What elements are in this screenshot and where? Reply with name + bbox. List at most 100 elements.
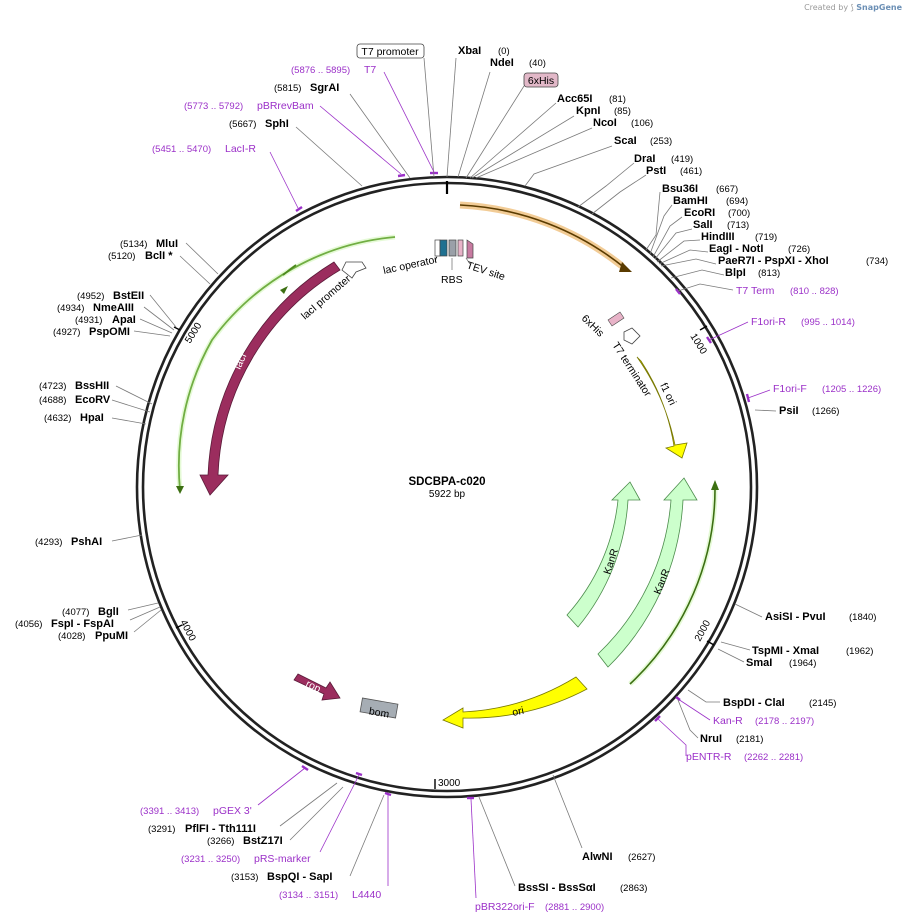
leader-sphi: [295, 126, 363, 187]
site-apai: ApaI: [112, 314, 136, 326]
leader-sgrai: [349, 93, 411, 179]
leader-ppumi: [133, 609, 162, 633]
ptick-laci-r: [295, 206, 303, 212]
site-bsteii: BstEII: [113, 290, 144, 302]
leader-bgli: [127, 602, 159, 611]
site-pflfi: PflFI - Tth111I: [185, 823, 256, 835]
site-bamhi-pos: (694): [726, 196, 748, 207]
pleader-f1ori-f: [747, 389, 771, 399]
pleader-pbr322ori-f: [470, 798, 477, 899]
site-paer7i: PaeR7I - PspXI - XhoI: [718, 255, 829, 267]
primer-kan-r: Kan-R: [713, 715, 743, 727]
site-drai-pos: (419): [671, 154, 693, 165]
leader-hindiii: [656, 239, 701, 263]
leader-blpi: [670, 269, 725, 279]
green-primer-left-glow: [176, 234, 396, 491]
leader-asisi: [734, 603, 763, 618]
t7-promoter-label: T7 promoter: [361, 46, 419, 58]
site-xbai: XbaI: [458, 45, 481, 57]
green-right-arrowhead: [711, 480, 719, 490]
site-pspomi: PspOMI: [89, 326, 130, 338]
primer-pentr-r: pENTR-R: [686, 751, 732, 763]
green-short-arrowhead: [280, 286, 288, 294]
site-psti-pos: (461): [680, 166, 702, 177]
primer-pgex3-pos: (3391 .. 3413): [140, 806, 199, 817]
leader-ndei: [457, 71, 491, 178]
6xhis-mark: [607, 311, 625, 327]
leader-fspi: [129, 606, 161, 621]
ori-feature: [442, 676, 588, 729]
site-scai: ScaI: [614, 135, 637, 147]
site-pshai: PshAI: [71, 536, 102, 548]
leader-sali: [654, 228, 693, 260]
pleader-kan-r: [677, 698, 711, 721]
primer-laci-r: LacI-R: [225, 143, 256, 155]
site-eagi-noti: EagI - NotI: [709, 243, 763, 255]
site-bsshii-pos: (4723): [39, 381, 66, 392]
leader-nmeaiii: [143, 306, 175, 331]
primer-prs-marker-pos: (3231 .. 3250): [181, 854, 240, 865]
site-blpi-pos: (813): [758, 268, 780, 279]
site-ecorv-pos: (4688): [39, 395, 66, 406]
site-eagi-noti-pos: (726): [788, 244, 810, 255]
leader-xbai: [446, 57, 457, 178]
leader-hpai: [111, 417, 147, 425]
green-left-arrowhead: [176, 486, 184, 494]
primer-prs-marker: pRS-marker: [254, 853, 311, 865]
primer-laci-r-pos: (5451 .. 5470): [152, 144, 211, 155]
leader-6xhis: [465, 85, 525, 179]
kanr-inner-label: KanR: [601, 547, 621, 576]
leader-ecorv: [111, 399, 151, 413]
ptick-pentr-r: [654, 715, 661, 722]
leader-kpni: [471, 115, 575, 179]
site-sali: SalI: [693, 219, 713, 231]
leader-scai: [524, 145, 613, 187]
site-bstz17i-pos: (3266): [207, 836, 234, 847]
orf-arc-glow: [459, 201, 625, 269]
site-bcli: BclI *: [145, 250, 173, 262]
tick-label-1000: 1000: [687, 332, 708, 357]
pleader-prs-marker: [319, 774, 360, 853]
site-asisi: AsiSI - PvuI: [765, 611, 826, 623]
primer-f1ori-f: F1ori-F: [773, 383, 807, 395]
site-tspmi: TspMI - XmaI: [752, 645, 819, 657]
site-nmeaiii: NmeAIII: [93, 302, 134, 314]
6xhis-box-label: 6xHis: [528, 75, 554, 87]
leader-tspmi: [720, 641, 751, 651]
site-acc65i-pos: (81): [609, 94, 626, 105]
site-ncoi: NcoI: [593, 117, 617, 129]
primer-f1ori-r-pos: (995 .. 1014): [801, 317, 855, 328]
site-bspdi-pos: (2145): [809, 698, 836, 709]
tick-5000: [173, 326, 181, 331]
primer-pgex3: pGEX 3': [213, 805, 252, 817]
site-sali-pos: (713): [727, 220, 749, 231]
enzyme-leaders: [111, 57, 777, 887]
tev-leader: [465, 257, 471, 265]
site-kpni: KpnI: [576, 105, 600, 117]
t7-promoter-box: [356, 43, 425, 59]
green-short-arc: [282, 264, 297, 276]
site-ncoi-pos: (106): [631, 118, 653, 129]
site-drai: DraI: [634, 153, 655, 165]
pleader-t7: [383, 71, 435, 173]
primer-pbrrevbam: pBRrevBam: [257, 100, 314, 112]
leader-bamhi: [649, 204, 673, 255]
site-fspi: FspI - FspAI: [51, 618, 114, 630]
ring-ticks: 1000 2000 3000 4000 5000: [173, 321, 715, 789]
site-smai: SmaI: [746, 657, 772, 669]
primer-pbr322ori-f-pos: (2881 .. 2900): [545, 902, 604, 913]
site-scai-pos: (253): [650, 136, 672, 147]
ptick-prs-marker: [355, 771, 363, 777]
site-bspqi: BspQI - SapI: [267, 871, 332, 883]
pleader-pgex3: [257, 767, 306, 806]
leader-nrui: [677, 699, 699, 739]
site-hpai: HpaI: [80, 412, 104, 424]
orf-arrowhead: [619, 262, 632, 272]
site-bspqi-pos: (3153): [231, 872, 258, 883]
ori-label: ori: [511, 705, 525, 719]
leader-bsu36i: [645, 191, 661, 251]
site-tspmi-pos: (1962): [846, 646, 873, 657]
spacer-box: [448, 239, 457, 257]
leader-bsssi: [478, 796, 516, 887]
site-psii: PsiI: [779, 405, 799, 417]
